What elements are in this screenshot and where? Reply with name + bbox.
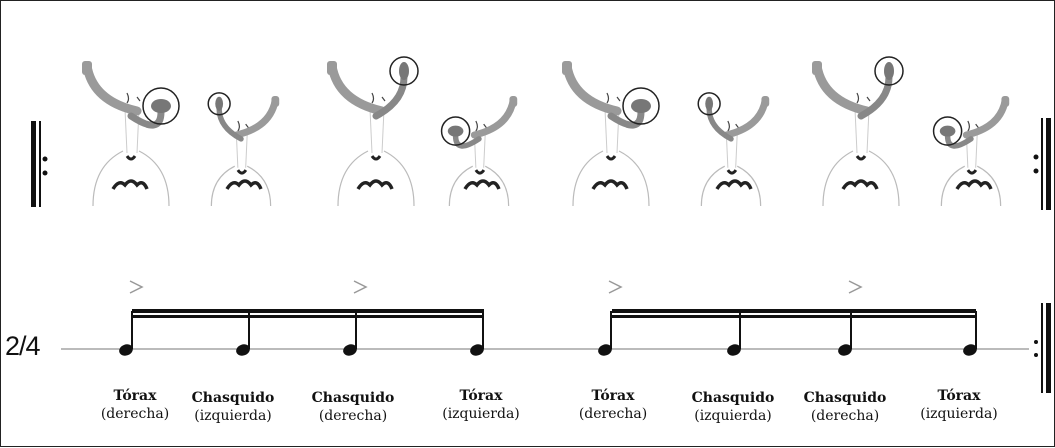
note-beat-7	[838, 311, 852, 356]
beam-group-2	[612, 309, 976, 318]
repeat-start-sign-top	[31, 121, 48, 207]
beat-label-7: Chasquido (derecha)	[785, 389, 905, 425]
time-signature: 2/4	[5, 331, 41, 361]
beat-name: Tórax	[113, 388, 157, 404]
beat-side: (derecha)	[578, 406, 648, 422]
finger-snap-left-hand-icon	[697, 92, 770, 207]
beat-side: (derecha)	[318, 408, 388, 424]
beat-label-3: Chasquido (derecha)	[293, 389, 413, 425]
accent-mark	[353, 280, 368, 294]
note-beat-6	[727, 311, 741, 356]
beat-label-8: Tórax (izquierda)	[899, 387, 1019, 423]
beat-label-2: Chasquido (izquierda)	[173, 389, 293, 425]
beat-name: Chasquido	[311, 390, 395, 406]
repeat-end-sign-bottom	[1034, 303, 1051, 393]
beat-name: Tórax	[937, 388, 981, 404]
beat-side: (derecha)	[810, 408, 880, 424]
finger-snap-left-hand-icon	[207, 92, 280, 207]
beat-name: Chasquido	[691, 390, 775, 406]
note-beat-1	[119, 311, 133, 356]
beat-label-5: Tórax (derecha)	[553, 387, 673, 423]
beat-label-6: Chasquido (izquierda)	[673, 389, 793, 425]
note-beat-2	[236, 311, 250, 356]
note-beat-4	[470, 311, 484, 356]
beat-side: (izquierda)	[442, 406, 520, 422]
finger-snap-right-hand-icon	[812, 56, 904, 207]
finger-snap-right-hand-icon	[327, 56, 419, 207]
note-beat-8	[963, 311, 977, 356]
accent-mark	[129, 280, 144, 294]
accent-mark	[848, 280, 863, 294]
beat-side: (izquierda)	[920, 406, 998, 422]
beam-group-1	[132, 309, 484, 318]
beat-side: (derecha)	[100, 406, 170, 422]
note-beat-3	[343, 311, 357, 356]
chest-tap-left-hand-icon	[932, 96, 1010, 207]
beat-label-1: Tórax (derecha)	[75, 387, 195, 423]
beat-name: Chasquido	[191, 390, 275, 406]
beat-name: Tórax	[591, 388, 635, 404]
beat-side: (izquierda)	[194, 408, 272, 424]
chest-tap-left-hand-icon	[440, 96, 518, 207]
accent-mark	[608, 280, 623, 294]
note-beat-5	[598, 311, 612, 356]
chest-tap-right-hand-icon	[562, 61, 660, 207]
beat-name: Tórax	[459, 388, 503, 404]
beat-name: Chasquido	[803, 390, 887, 406]
beat-label-4: Tórax (izquierda)	[421, 387, 541, 423]
repeat-end-sign-top	[1033, 118, 1051, 210]
chest-tap-right-hand-icon	[82, 61, 180, 207]
beat-side: (izquierda)	[694, 408, 772, 424]
